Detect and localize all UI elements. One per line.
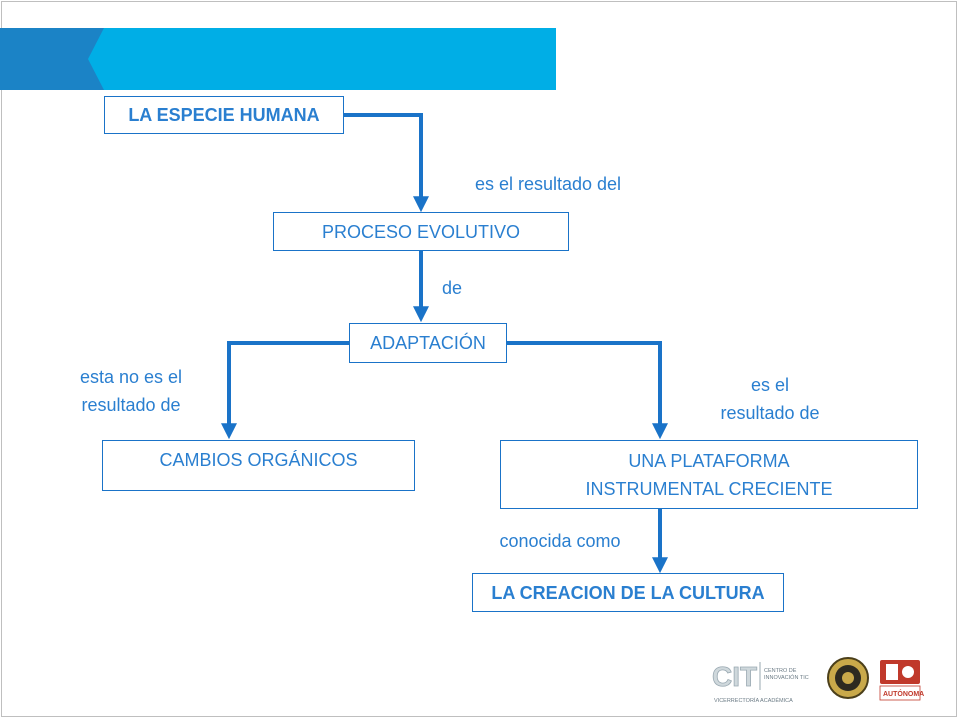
edge-label-no-es-resultado-line2: resultado de [81,395,181,415]
cit-centro-line2: INNOVACIÓN TIC [764,674,809,681]
header-banner [0,28,556,90]
uac-logo-text: AUTÓNOMA [883,689,924,698]
edge-label-no-es-resultado-line1: esta no es el [79,367,183,387]
footer-logos-svg: CIT CENTRO DE INNOVACIÓN TIC VICERRECTOR… [712,657,924,704]
uac-logo: AUTÓNOMA [879,660,924,701]
arrow-especie-to-proceso [344,113,429,213]
university-seal-icon [827,657,869,699]
cit-logo: CIT CENTRO DE INNOVACIÓN TIC VICERRECTOR… [712,661,809,704]
cit-centro-line1: CENTRO DE [764,668,797,674]
edge-label-es-resultado-de-line2: resultado de [720,403,820,423]
edge-label-es-resultado-del: es el resultado del [474,174,622,194]
node-especie-humana-label: LA ESPECIE HUMANA [128,105,320,125]
edge-label-de: de [441,278,463,298]
edge-label-conocida-como: conocida como [499,531,621,551]
banner-bar [0,28,556,90]
cit-logo-text: CIT [712,661,757,692]
footer-logos: CIT CENTRO DE INNOVACIÓN TIC VICERRECTOR… [700,650,930,720]
edge-label-no-es-resultado: esta no es el resultado de [56,363,206,419]
node-plataforma-instrumental: UNA PLATAFORMA INSTRUMENTAL CRECIENTE [500,440,918,509]
node-proceso-evolutivo-label: PROCESO EVOLUTIVO [321,221,521,242]
node-cambios-organicos-label: CAMBIOS ORGÁNICOS [159,450,358,470]
banner-left-block [0,28,104,90]
node-cambios-organicos: CAMBIOS ORGÁNICOS [102,440,415,491]
node-adaptacion-label: ADAPTACIÓN [370,333,486,353]
arrow-adaptacion-to-cambios [221,341,349,440]
edge-label-es-resultado-de-line1: es el [750,375,790,395]
node-especie-humana: LA ESPECIE HUMANA [104,96,344,134]
node-adaptacion: ADAPTACIÓN [349,323,507,363]
cit-vicerrectoria: VICERRECTORÍA ACADÉMICA [714,697,793,704]
node-creacion-cultura: LA CREACION DE LA CULTURA [472,573,784,612]
arrow-adaptacion-to-plataforma [507,341,668,440]
edge-label-es-resultado-de: es el resultado de [700,371,840,427]
node-creacion-cultura-label: LA CREACION DE LA CULTURA [491,582,765,603]
node-plataforma-instrumental-label: UNA PLATAFORMA INSTRUMENTAL CRECIENTE [585,450,833,499]
node-proceso-evolutivo: PROCESO EVOLUTIVO [273,212,569,251]
